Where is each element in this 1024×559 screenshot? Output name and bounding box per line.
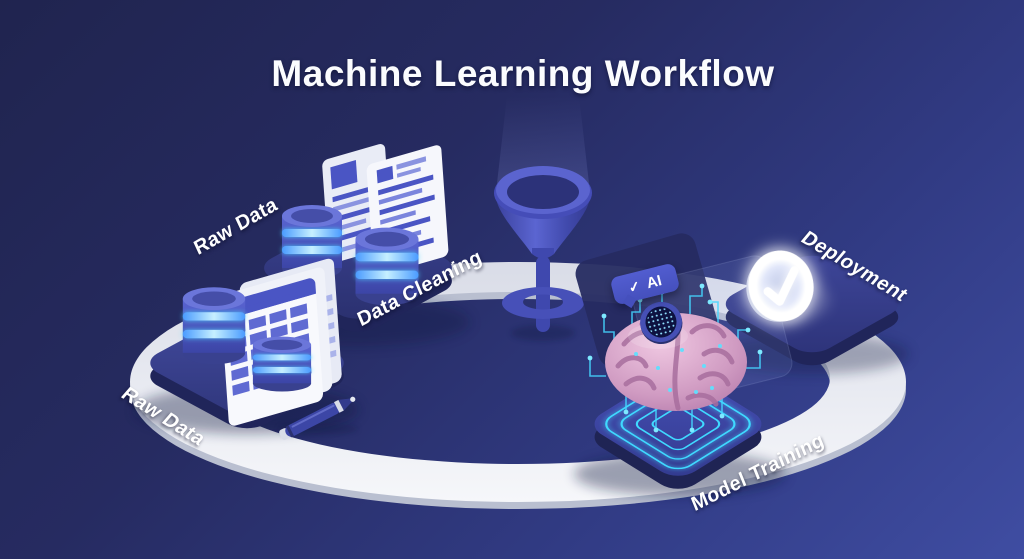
light-beam [496,96,590,192]
database-icon [253,337,311,392]
dotted-sphere-icon [640,301,683,345]
page-title: Machine Learning Workflow [271,53,775,94]
ai-badge-label: AI [644,271,664,292]
funnel-icon [494,166,592,332]
database-icon [183,287,245,364]
check-icon: ✓ [626,276,642,296]
pen-icon [279,396,356,440]
raw-data-station [150,258,344,429]
check-circle-icon [740,243,822,329]
model-training-station [587,283,763,489]
